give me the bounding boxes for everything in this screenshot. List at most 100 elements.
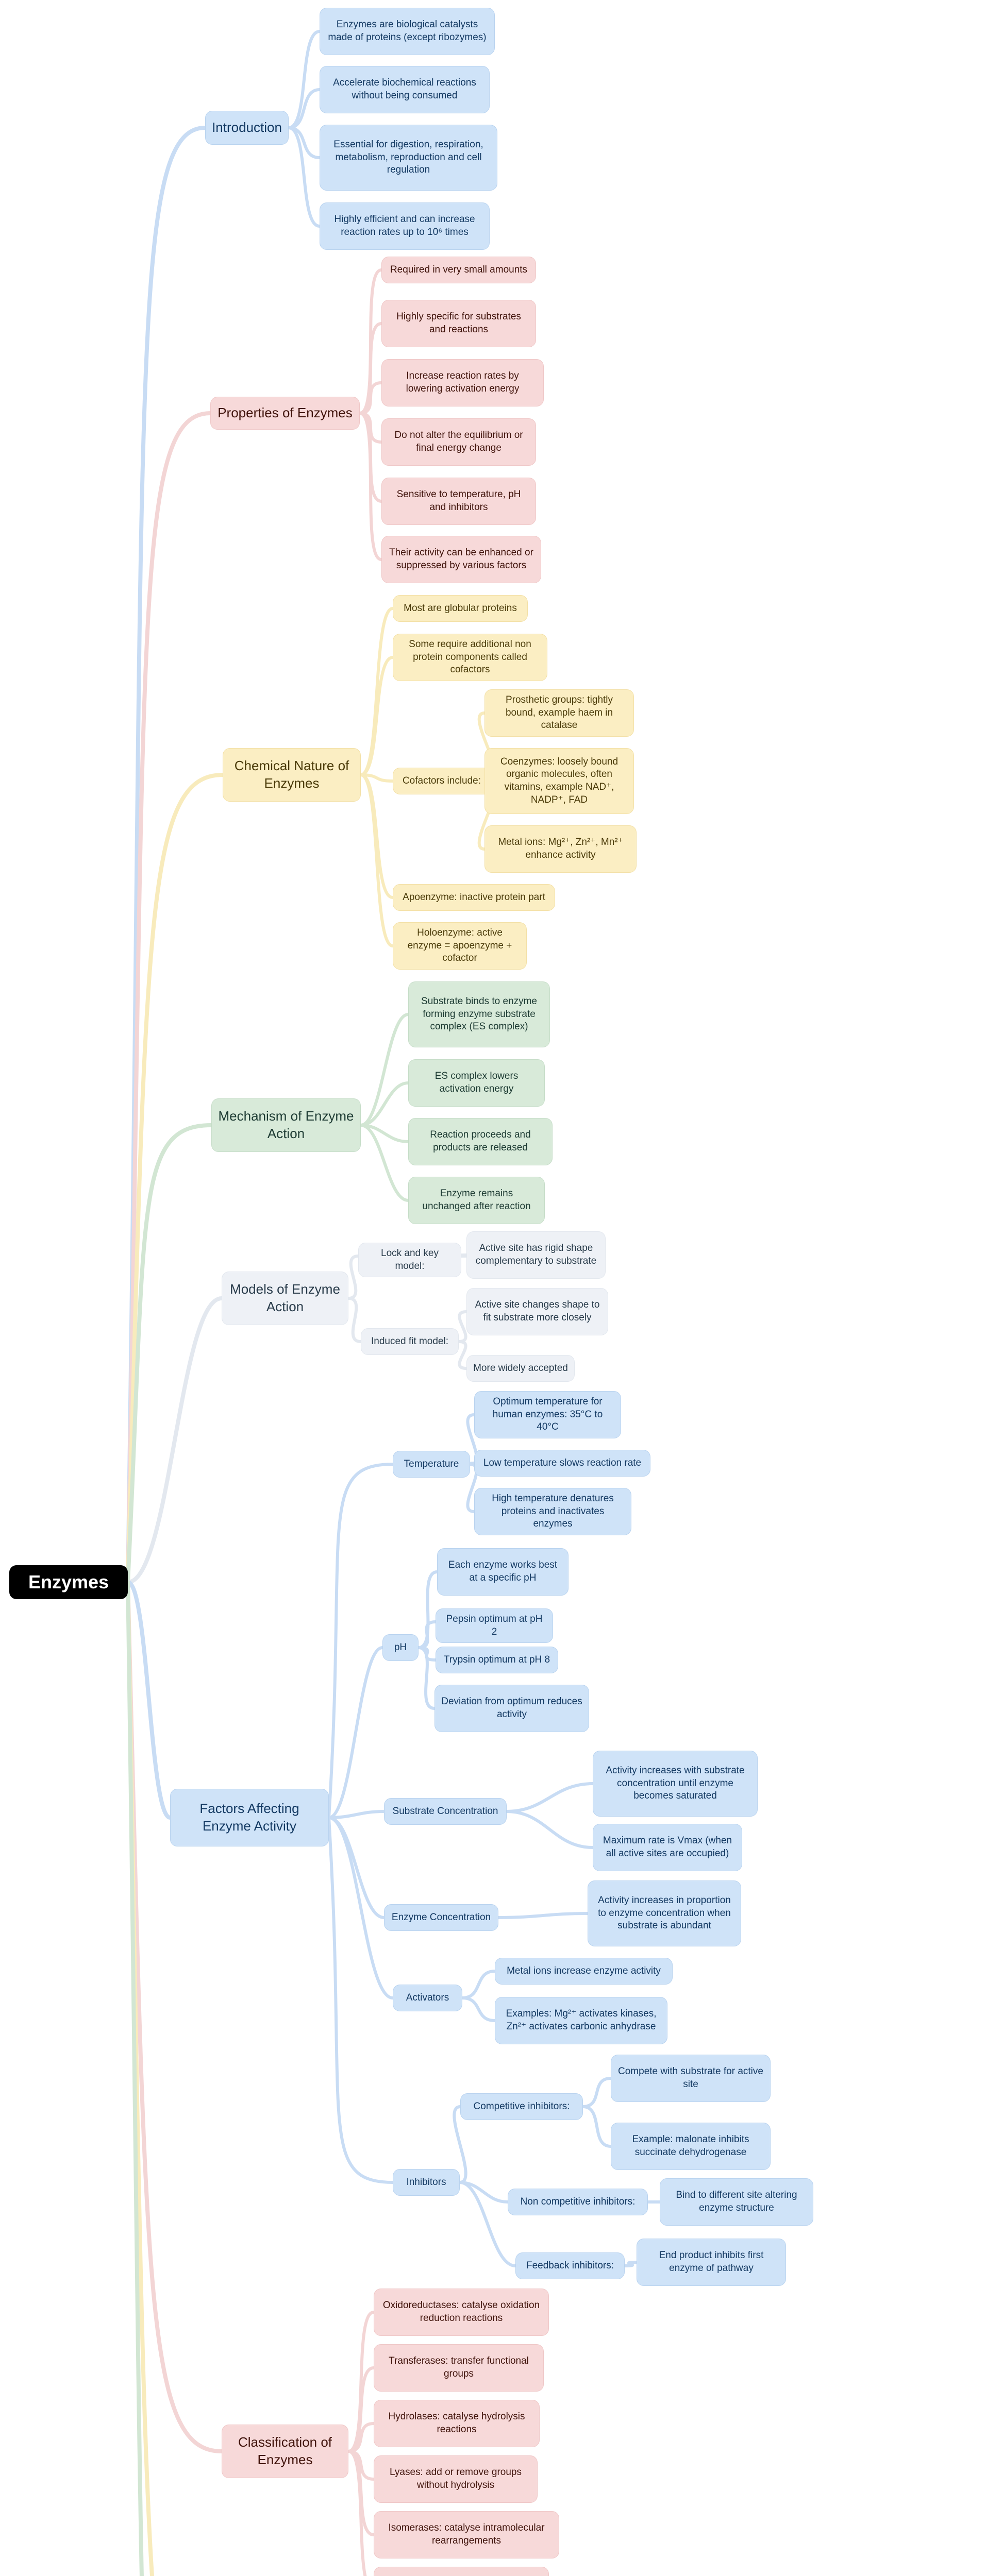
- connector-edge: [505, 1782, 594, 1813]
- mindmap-node-metal-ions-mg-zn-mn-enhance-activity: Metal ions: Mg²⁺, Zn²⁺, Mn²⁺ enhance act…: [484, 825, 637, 873]
- connector-edge: [287, 30, 321, 129]
- subtopic-competitive-inhibitors: Competitive inhibitors:: [460, 2093, 583, 2120]
- branch-label-introduction: Introduction: [205, 111, 289, 145]
- connector-edge: [347, 2450, 367, 2576]
- connector-edge: [581, 2105, 612, 2148]
- connector-edge: [327, 1463, 394, 1819]
- connector-edge: [126, 411, 212, 1584]
- mindmap-node-compete-with-substrate-for-active-site: Compete with substrate for active site: [611, 2055, 771, 2102]
- connector-edge: [505, 1810, 594, 1849]
- connector-edge: [417, 1646, 436, 1710]
- mindmap-node-most-are-globular-proteins: Most are globular proteins: [393, 595, 528, 622]
- branch-label-factors-affecting-enzyme-activity: Factors Affecting Enzyme Activity: [170, 1789, 329, 1846]
- mindmap-node-enzyme-remains-unchanged-after-reaction: Enzyme remains unchanged after reaction: [408, 1177, 545, 1224]
- connector-edge: [287, 88, 321, 129]
- mindmap-node-isomerases-catalyse-intramolecular-rearr: Isomerases: catalyse intramolecular rear…: [374, 2511, 559, 2558]
- connector-edge: [453, 2105, 467, 2184]
- mindmap-node-high-temperature-denatures-proteins-and-: High temperature denatures proteins and …: [474, 1488, 631, 1536]
- mindmap-node-enzymes-are-biological-catalysts-made-of: Enzymes are biological catalysts made of…: [320, 8, 495, 55]
- mindmap-node-substrate-binds-to-enzyme-forming-enzyme: Substrate binds to enzyme forming enzyme…: [408, 981, 550, 1047]
- connector-edge: [327, 1646, 384, 1819]
- connector-edge: [457, 1340, 468, 1370]
- mindmap-node-lyases-add-or-remove-groups-without-hydr: Lyases: add or remove groups without hyd…: [374, 2455, 538, 2503]
- mindmap-node-accelerate-biochemical-reactions-without: Accelerate biochemical reactions without…: [320, 66, 490, 113]
- mindmap-node-maximum-rate-is-vmax-when-all-active-sit: Maximum rate is Vmax (when all active si…: [593, 1824, 742, 1871]
- connector-edge: [458, 1253, 470, 1258]
- mindmap-node-trypsin-optimum-at-ph-8: Trypsin optimum at pH 8: [436, 1647, 558, 1673]
- subtopic-induced-fit-model: Induced fit model:: [361, 1328, 459, 1355]
- subtopic-ph: pH: [382, 1634, 419, 1661]
- mindmap-node-deviation-from-optimum-reduces-activity: Deviation from optimum reduces activity: [434, 1685, 589, 1732]
- connector-edge: [457, 1310, 468, 1343]
- mindmap-node-do-not-alter-the-equilibrium-or-final-en: Do not alter the equilibrium or final en…: [381, 418, 536, 466]
- connector-edge: [327, 1816, 394, 2184]
- connector-edge: [126, 1296, 224, 1584]
- connector-edge: [623, 2261, 638, 2267]
- mindmap-node-coenzymes-loosely-bound-organic-molecule: Coenzymes: loosely bound organic molecul…: [484, 748, 634, 814]
- connector-edge: [287, 126, 321, 228]
- connector-edge: [359, 1124, 410, 1202]
- mindmap-node-highly-specific-for-substrates-and-react: Highly specific for substrates and react…: [381, 300, 536, 347]
- branch-label-chemical-nature-of-enzymes: Chemical Nature of Enzymes: [223, 748, 361, 802]
- mindmap-node-active-site-changes-shape-to-fit-substra: Active site changes shape to fit substra…: [466, 1288, 608, 1335]
- mindmap-node-reaction-proceeds-and-products-are-relea: Reaction proceeds and products are relea…: [408, 1118, 553, 1165]
- connector-edge: [327, 1816, 386, 1919]
- connector-edge: [347, 2422, 375, 2453]
- connector-edge: [359, 773, 394, 947]
- root-node-enzymes: Enzymes: [9, 1565, 128, 1599]
- connector-edge: [327, 1816, 394, 1999]
- mindmap-node-essential-for-digestion-respiration-meta: Essential for digestion, respiration, me…: [320, 125, 497, 191]
- mindmap-node-prosthetic-groups-tightly-bound-example-: Prosthetic groups: tightly bound, exampl…: [484, 689, 634, 737]
- connector-edge: [359, 656, 394, 776]
- connector-edge: [126, 1580, 224, 2453]
- connector-edge: [461, 1970, 496, 1999]
- connector-edge: [358, 381, 383, 415]
- connector-edge: [126, 1580, 172, 1820]
- subtopic-activators: Activators: [393, 1985, 462, 2011]
- mindmap-node-pepsin-optimum-at-ph-2: Pepsin optimum at pH 2: [436, 1608, 553, 1643]
- mindmap-node-examples-mg-activates-kinases-zn-activat: Examples: Mg²⁺ activates kinases, Zn²⁺ a…: [495, 1997, 667, 2044]
- mindmap-node-increase-reaction-rates-by-lowering-acti: Increase reaction rates by lowering acti…: [381, 359, 544, 406]
- mindmap-node-required-in-very-small-amounts: Required in very small amounts: [381, 257, 536, 283]
- mindmap-node-ligases-join-two-molecules-using-energy-: Ligases: join two molecules using energy…: [374, 2567, 549, 2576]
- connector-edge: [287, 126, 321, 159]
- mindmap-node-sensitive-to-temperature-ph-and-inhibito: Sensitive to temperature, pH and inhibit…: [381, 478, 536, 525]
- connector-edge: [347, 2311, 375, 2453]
- connector-edge: [347, 1255, 360, 1300]
- connector-edge: [126, 1580, 144, 2576]
- connector-edge: [347, 2366, 375, 2453]
- connector-edge: [497, 1912, 589, 1919]
- subtopic-feedback-inhibitors: Feedback inhibitors:: [515, 2252, 625, 2279]
- connector-edge: [126, 1123, 213, 1584]
- subtopic-inhibitors: Inhibitors: [393, 2169, 460, 2196]
- subtopic-lock-and-key-model: Lock and key model:: [358, 1243, 461, 1278]
- mindmap-node-activity-increases-with-substrate-concen: Activity increases with substrate concen…: [593, 1751, 758, 1817]
- mindmap-node-optimum-temperature-for-human-enzymes-35: Optimum temperature for human enzymes: 3…: [474, 1391, 621, 1439]
- mindmap-node-transferases-transfer-functional-groups: Transferases: transfer functional groups: [374, 2344, 544, 2392]
- branch-label-mechanism-of-enzyme-action: Mechanism of Enzyme Action: [211, 1098, 361, 1152]
- mindmap-node-highly-efficient-and-can-increase-reacti: Highly efficient and can increase reacti…: [320, 202, 490, 250]
- subtopic-substrate-concentration: Substrate Concentration: [384, 1798, 507, 1825]
- branch-label-properties-of-enzymes: Properties of Enzymes: [210, 397, 360, 430]
- mindmap-node-oxidoreductases-catalyse-oxidation-reduc: Oxidoreductases: catalyse oxidation redu…: [374, 2289, 549, 2336]
- mindmap-node-activity-increases-in-proportion-to-enzy: Activity increases in proportion to enzy…: [588, 1880, 741, 1946]
- connector-edge: [327, 1810, 386, 1819]
- mindmap-node-more-widely-accepted: More widely accepted: [466, 1355, 575, 1382]
- mindmap-node-holoenzyme-active-enzyme-apoenzyme-cofac: Holoenzyme: active enzyme = apoenzyme + …: [393, 922, 527, 970]
- connector-edge: [359, 773, 394, 783]
- connector-edge: [359, 1081, 410, 1127]
- mindmap-node-low-temperature-slows-reaction-rate: Low temperature slows reaction rate: [474, 1450, 650, 1477]
- connector-edge: [126, 773, 225, 1584]
- connector-edge: [417, 1620, 437, 1649]
- mindmap-node-metal-ions-increase-enzyme-activity: Metal ions increase enzyme activity: [495, 1958, 673, 1985]
- mindmap-node-hydrolases-catalyse-hydrolysis-reactions: Hydrolases: catalyse hydrolysis reaction…: [374, 2400, 540, 2447]
- subtopic-cofactors-include: Cofactors include:: [393, 768, 491, 794]
- mindmap-node-example-malonate-inhibits-succinate-dehy: Example: malonate inhibits succinate deh…: [611, 2123, 771, 2170]
- connector-edge: [358, 412, 383, 561]
- mindmap-node-active-site-has-rigid-shape-complementar: Active site has rigid shape complementar…: [466, 1231, 606, 1279]
- branch-label-classification-of-enzymes: Classification of Enzymes: [222, 2425, 348, 2478]
- mindmap-node-end-product-inhibits-first-enzyme-of-pat: End product inhibits first enzyme of pat…: [637, 2239, 786, 2286]
- mindmap-node-some-require-additional-non-protein-comp: Some require additional non protein comp…: [393, 634, 547, 682]
